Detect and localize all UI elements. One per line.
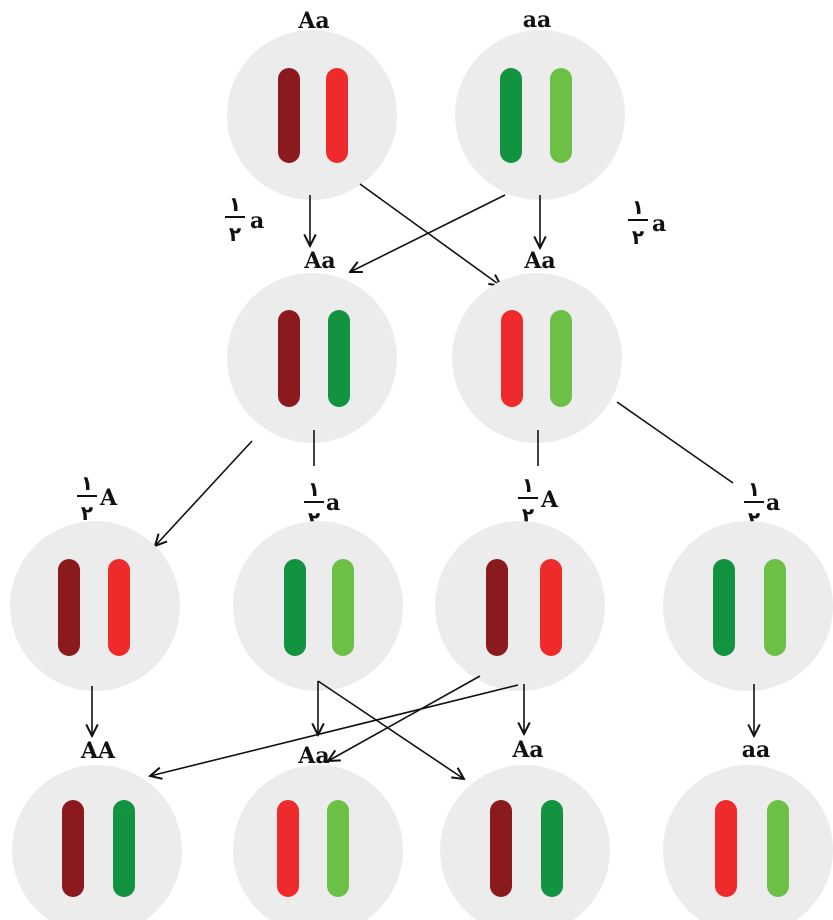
chromosome [278,310,300,407]
chromosome [501,310,523,407]
gamete-allele: a [326,490,340,516]
svg-text:۲: ۲ [632,225,644,249]
gamete-allele: a [766,490,780,516]
offspring-genotype: Aa [297,743,329,769]
arrow [317,680,464,779]
parent-2-genotype: aa [523,7,552,33]
chromosome [332,559,354,656]
svg-text:۱: ۱ [522,473,534,497]
svg-text:۱: ۱ [81,471,93,495]
chromosome [500,68,522,163]
gamete-allele: a [652,211,666,237]
connector-line [616,401,734,484]
chromosome [550,68,572,163]
fraction-label: ۱ ۲ a [225,192,264,246]
offspring-genotype: AA [80,738,116,764]
chromosome [328,310,350,407]
gamete-allele: a [250,208,264,234]
offspring-cell-3 [440,765,610,920]
chromosome [767,800,789,897]
svg-text:۱: ۱ [748,477,760,501]
chromosome [277,800,299,897]
f1-cell-1 [227,273,397,443]
chromosome [541,800,563,897]
f1-cell-2 [452,273,622,443]
chromosome [490,800,512,897]
chromosome [62,800,84,897]
parent-cell-1 [227,30,397,200]
gamete-allele: A [99,485,118,511]
gamete-cell-4 [663,521,833,691]
chromosome [713,559,735,656]
fraction-label: ۱ ۲ A [518,473,559,527]
arrow [328,675,481,761]
chromosome [58,559,80,656]
f1-genotype: Aa [523,248,555,274]
chromosome [764,559,786,656]
gamete-cell-1 [10,521,180,691]
svg-text:۱: ۱ [308,477,320,501]
chromosome [540,559,562,656]
svg-text:۲: ۲ [229,222,241,246]
chromosome [550,310,572,407]
gamete-allele: A [540,487,559,513]
parent-1-genotype: Aa [297,8,329,34]
svg-text:۱: ۱ [632,195,644,219]
arrow [150,684,519,776]
svg-text:۲: ۲ [522,503,534,527]
offspring-cell-2 [233,765,403,920]
f1-genotype: Aa [303,248,335,274]
fraction-label: ۱ ۲ A [77,471,118,525]
chromosome [715,800,737,897]
offspring-cell-1 [12,765,182,920]
svg-text:۱: ۱ [229,192,241,216]
chromosome [108,559,130,656]
offspring-genotype: aa [742,737,771,763]
arrow [350,194,506,272]
arrow [155,440,253,546]
chromosome [278,68,300,163]
arrow [359,183,501,286]
gamete-cell-3 [435,521,605,691]
svg-text:۲: ۲ [81,501,93,525]
gamete-cell-2 [233,521,403,691]
chromosome [486,559,508,656]
fraction-label: ۱ ۲ a [628,195,666,249]
parent-cell-2 [455,30,625,200]
chromosome [326,68,348,163]
chromosome [284,559,306,656]
chromosome [113,800,135,897]
offspring-cell-4 [663,765,833,920]
chromosome [327,800,349,897]
offspring-genotype: Aa [511,737,543,763]
